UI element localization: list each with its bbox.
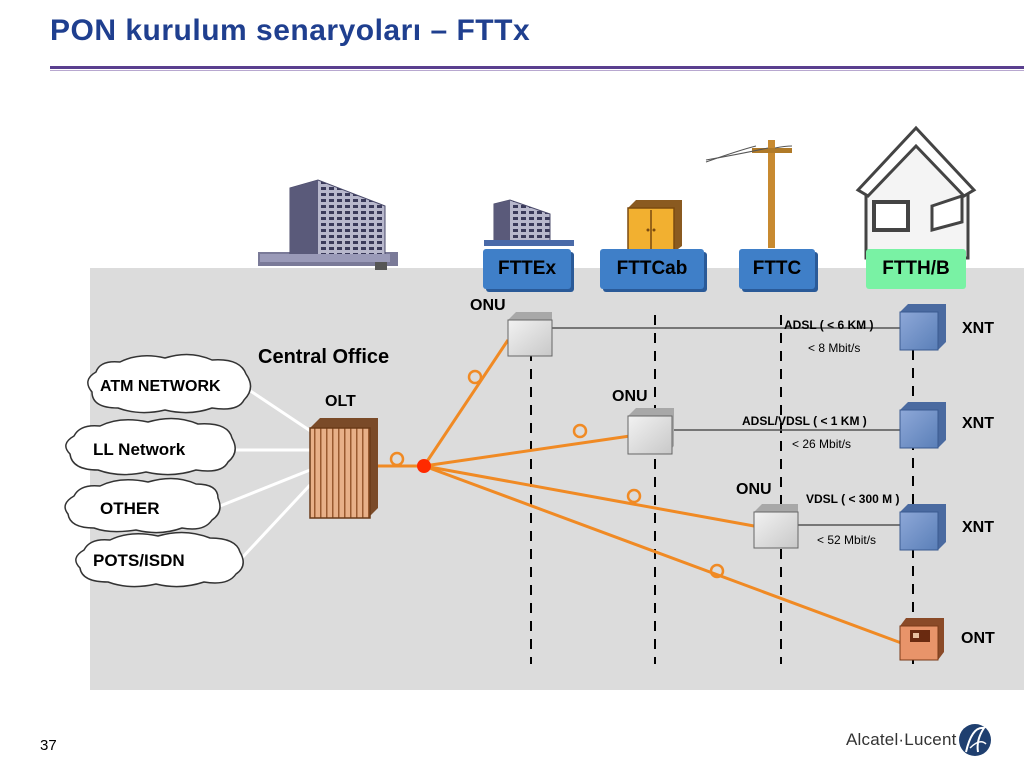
network-label-ll: LL Network [93,440,186,459]
category-label: FTTC [752,258,802,279]
brand-logo-icon [959,724,991,756]
onu-device-icon [507,312,553,357]
street-cabinet-icon [627,200,682,253]
xnt-device-icon [899,304,946,351]
onu-label: ONU [736,481,772,498]
network-label-other: OTHER [100,499,160,518]
endpoint-label: XNT [962,320,994,337]
cloud-icon [64,477,221,534]
page-number: 37 [40,737,57,754]
endpoint-label: XNT [962,415,994,432]
cloud-icon [75,531,244,588]
category-label: FTTH/B [882,258,950,279]
exchange-building-icon [484,199,574,246]
telephone-pole-icon [705,140,793,248]
cloud-icon [87,353,252,414]
onu-device-icon [627,408,674,455]
onu-label: ONU [470,297,506,314]
endpoint-label: XNT [962,519,994,536]
diagram-background [90,268,1024,690]
link-rate-label: < 52 Mbit/s [817,533,877,547]
cloud-icon [65,417,236,476]
network-label-pots: POTS/ISDN [93,551,185,570]
olt-label: OLT [325,393,356,410]
category-fttex: FTTEx [483,249,571,289]
fiber-connectors [389,369,725,579]
xnt-device-icon [899,504,946,551]
link-rate-label: < 26 Mbit/s [792,437,852,451]
central-office-building-icon [258,179,398,270]
central-office-label: Central Office [258,346,390,368]
category-ftth: FTTH/B [866,249,966,289]
onu-device-icon [753,504,799,549]
onu-label: ONU [612,388,648,405]
category-fttc: FTTC [739,249,815,289]
link-tech-label: VDSL ( < 300 M ) [806,492,900,506]
link-tech-label: ADSL/VDSL ( < 1 KM ) [742,414,867,428]
link-rate-label: < 8 Mbit/s [808,341,861,355]
category-label: FTTEx [497,258,557,279]
ont-device-icon [899,618,944,661]
fiber-lines [378,339,905,646]
olt-device-icon [309,418,378,519]
title-divider-thin [50,70,1024,71]
category-label: FTTCab [616,258,688,279]
network-label-atm: ATM NETWORK [100,378,221,395]
link-tech-label: ADSL ( < 6 KM ) [784,318,874,332]
splitter-dot [417,459,431,473]
house-icon [855,125,977,260]
endpoint-label: ONT [961,630,995,647]
network-links [214,382,313,562]
title-divider [50,66,1024,69]
xnt-device-icon [899,402,946,449]
copper-lines [550,327,900,526]
segment-separators [530,315,914,664]
brand-name: Alcatel·Lucent [846,730,957,749]
slide-title: PON kurulum senaryoları – FTTx [50,14,531,47]
category-fttcab: FTTCab [600,249,704,289]
